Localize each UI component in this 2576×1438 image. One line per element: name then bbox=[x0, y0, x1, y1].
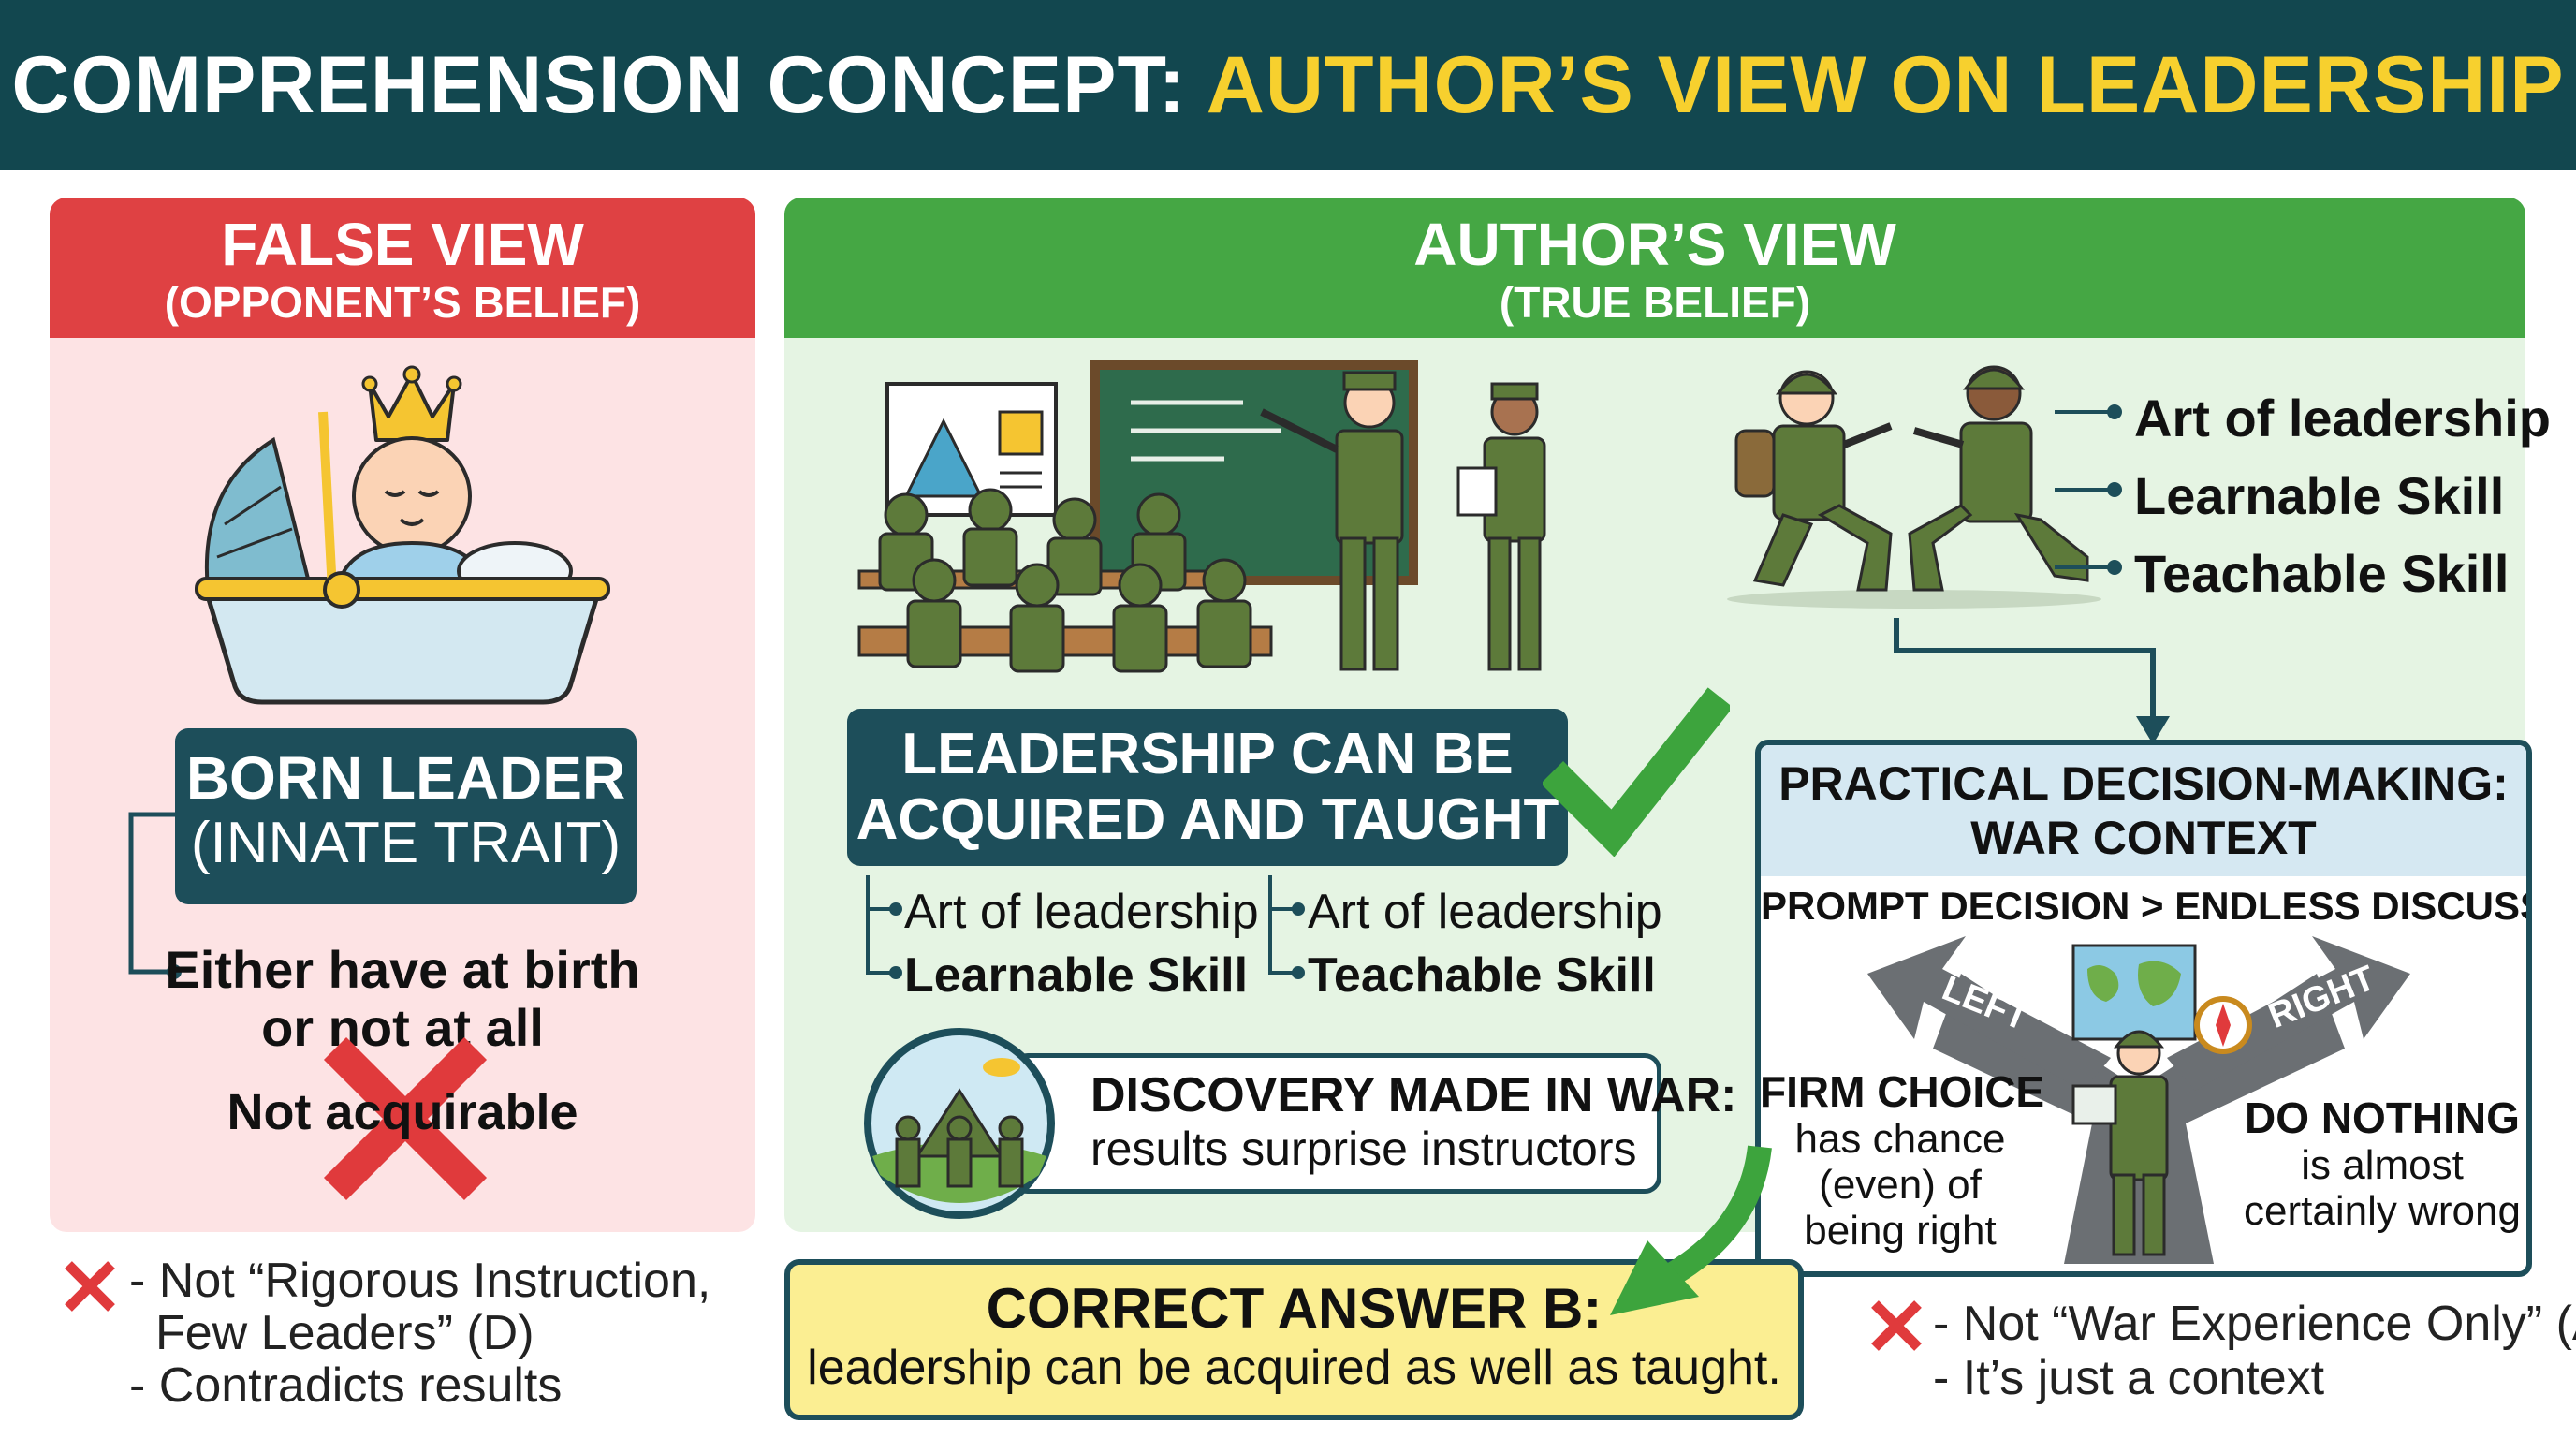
not-acquirable-label: Not acquirable bbox=[227, 1084, 578, 1140]
practical-title-2: WAR CONTEXT bbox=[1970, 812, 2317, 864]
col1-list: Art of leadership Learnable Skill bbox=[904, 880, 1259, 1007]
false-view-panel: FALSE VIEW (OPPONENT’S BELIEF) bbox=[50, 198, 755, 1232]
firm-line-3: being right bbox=[1804, 1208, 1997, 1254]
either-line-2: or not at all bbox=[261, 998, 544, 1057]
firm-choice-block: FIRM CHOICE has chance (even) of being r… bbox=[1760, 1067, 2045, 1254]
innate-trait-label: (INNATE TRAIT) bbox=[190, 811, 622, 875]
wrong-answer-a: - Not “War Experience Only” (A) - It’s j… bbox=[1933, 1297, 2576, 1405]
col1-art: Art of leadership bbox=[904, 885, 1259, 939]
wrong-answer-d: - Not “Rigorous Instruction, Few Leaders… bbox=[129, 1255, 710, 1412]
checkmark-icon bbox=[1543, 687, 1730, 857]
practical-header: PRACTICAL DECISION-MAKING: WAR CONTEXT bbox=[1761, 745, 2526, 876]
cross-icon bbox=[323, 1036, 488, 1201]
born-leader-connector bbox=[128, 812, 182, 979]
green-arrow-icon bbox=[1610, 1145, 1772, 1315]
page-title: COMPREHENSION CONCEPT: AUTHOR’S VIEW ON … bbox=[11, 39, 2564, 132]
col2-connector bbox=[1268, 875, 1305, 979]
war-camp-icon bbox=[864, 1028, 1055, 1219]
do-nothing-block: DO NOTHING is almost certainly wrong bbox=[2232, 1093, 2532, 1234]
col2-list: Art of leadership Teachable Skill bbox=[1308, 880, 1662, 1007]
col1-connector bbox=[866, 875, 902, 979]
firm-line-1: has chance bbox=[1794, 1116, 2006, 1162]
wrong-d-line-1: - Not “Rigorous Instruction, bbox=[129, 1254, 711, 1308]
either-have-at-birth: Either have at birth or not at all bbox=[164, 941, 641, 1057]
practical-title-1: PRACTICAL DECISION-MAKING: bbox=[1778, 757, 2509, 810]
nothing-line-1: is almost bbox=[2301, 1142, 2464, 1188]
crossroads-icon: LEFT RIGHT bbox=[1867, 936, 2410, 1264]
born-leader-box: BORN LEADER (INNATE TRAIT) bbox=[175, 728, 637, 904]
correct-answer-text: leadership can be acquired as well as ta… bbox=[807, 1341, 1781, 1395]
right-list-learnable: Learnable Skill bbox=[2134, 466, 2505, 525]
authors-view-subtitle: (TRUE BELIEF) bbox=[1499, 278, 1811, 327]
down-arrow-connector bbox=[1894, 618, 2170, 744]
title-white-part: COMPREHENSION CONCEPT: bbox=[11, 39, 1207, 130]
discovery-box: DISCOVERY MADE IN WAR: results surprise … bbox=[1011, 1053, 1737, 1194]
acquired-taught-box: LEADERSHIP CAN BE ACQUIRED AND TAUGHT bbox=[847, 709, 1568, 866]
authors-view-header: AUTHOR’S VIEW (TRUE BELIEF) bbox=[784, 198, 2525, 338]
col2-art: Art of leadership bbox=[1308, 885, 1662, 939]
wrong-d-line-2: Few Leaders” (D) bbox=[155, 1306, 534, 1360]
firm-line-2: (even) of bbox=[1819, 1162, 1982, 1208]
header-banner: COMPREHENSION CONCEPT: AUTHOR’S VIEW ON … bbox=[0, 0, 2576, 170]
right-list-art: Art of leadership bbox=[2134, 389, 2551, 448]
col1-learnable: Learnable Skill bbox=[904, 948, 1249, 1003]
prompt-decision-label: PROMPT DECISION > ENDLESS DISCUSSION bbox=[1761, 884, 2532, 928]
baby-crib-icon bbox=[195, 365, 610, 705]
discovery-title: DISCOVERY MADE IN WAR: bbox=[1090, 1068, 1737, 1123]
right-list-connector bbox=[2055, 404, 2122, 575]
classroom-icon bbox=[857, 360, 1546, 673]
false-view-header: FALSE VIEW (OPPONENT’S BELIEF) bbox=[50, 198, 755, 338]
nothing-line-2: certainly wrong bbox=[2244, 1188, 2521, 1234]
wrong-d-line-3: - Contradicts results bbox=[129, 1358, 563, 1413]
acquired-line-2: ACQUIRED AND TAUGHT bbox=[856, 787, 1559, 852]
right-list-teachable: Teachable Skill bbox=[2134, 544, 2510, 603]
col2-teachable: Teachable Skill bbox=[1308, 948, 1656, 1003]
wrong-a-line-1: - Not “War Experience Only” (A) bbox=[1933, 1297, 2576, 1351]
either-line-1: Either have at birth bbox=[165, 940, 640, 999]
title-yellow-part: AUTHOR’S VIEW ON LEADERSHIP bbox=[1206, 39, 2565, 130]
kneeling-soldiers-icon bbox=[1727, 365, 2101, 609]
authors-view-title: AUTHOR’S VIEW bbox=[1413, 211, 1896, 278]
acquired-line-1: LEADERSHIP CAN BE bbox=[901, 722, 1514, 786]
wrong-a-line-2: - It’s just a context bbox=[1933, 1351, 2325, 1405]
firm-choice-title: FIRM CHOICE bbox=[1760, 1067, 2045, 1116]
false-view-subtitle: (OPPONENT’S BELIEF) bbox=[164, 278, 641, 327]
born-leader-label: BORN LEADER bbox=[185, 744, 626, 812]
do-nothing-title: DO NOTHING bbox=[2245, 1093, 2520, 1142]
discovery-text: results surprise instructors bbox=[1090, 1123, 1637, 1175]
right-skill-list: Art of leadership Learnable Skill Teacha… bbox=[2134, 379, 2551, 612]
correct-answer-box: CORRECT ANSWER B: leadership can be acqu… bbox=[784, 1259, 1804, 1420]
wrong-a-cross-icon bbox=[1871, 1300, 1922, 1351]
wrong-d-cross-icon bbox=[65, 1261, 115, 1312]
false-view-title: FALSE VIEW bbox=[221, 211, 584, 278]
correct-answer-title: CORRECT ANSWER B: bbox=[986, 1277, 1603, 1340]
